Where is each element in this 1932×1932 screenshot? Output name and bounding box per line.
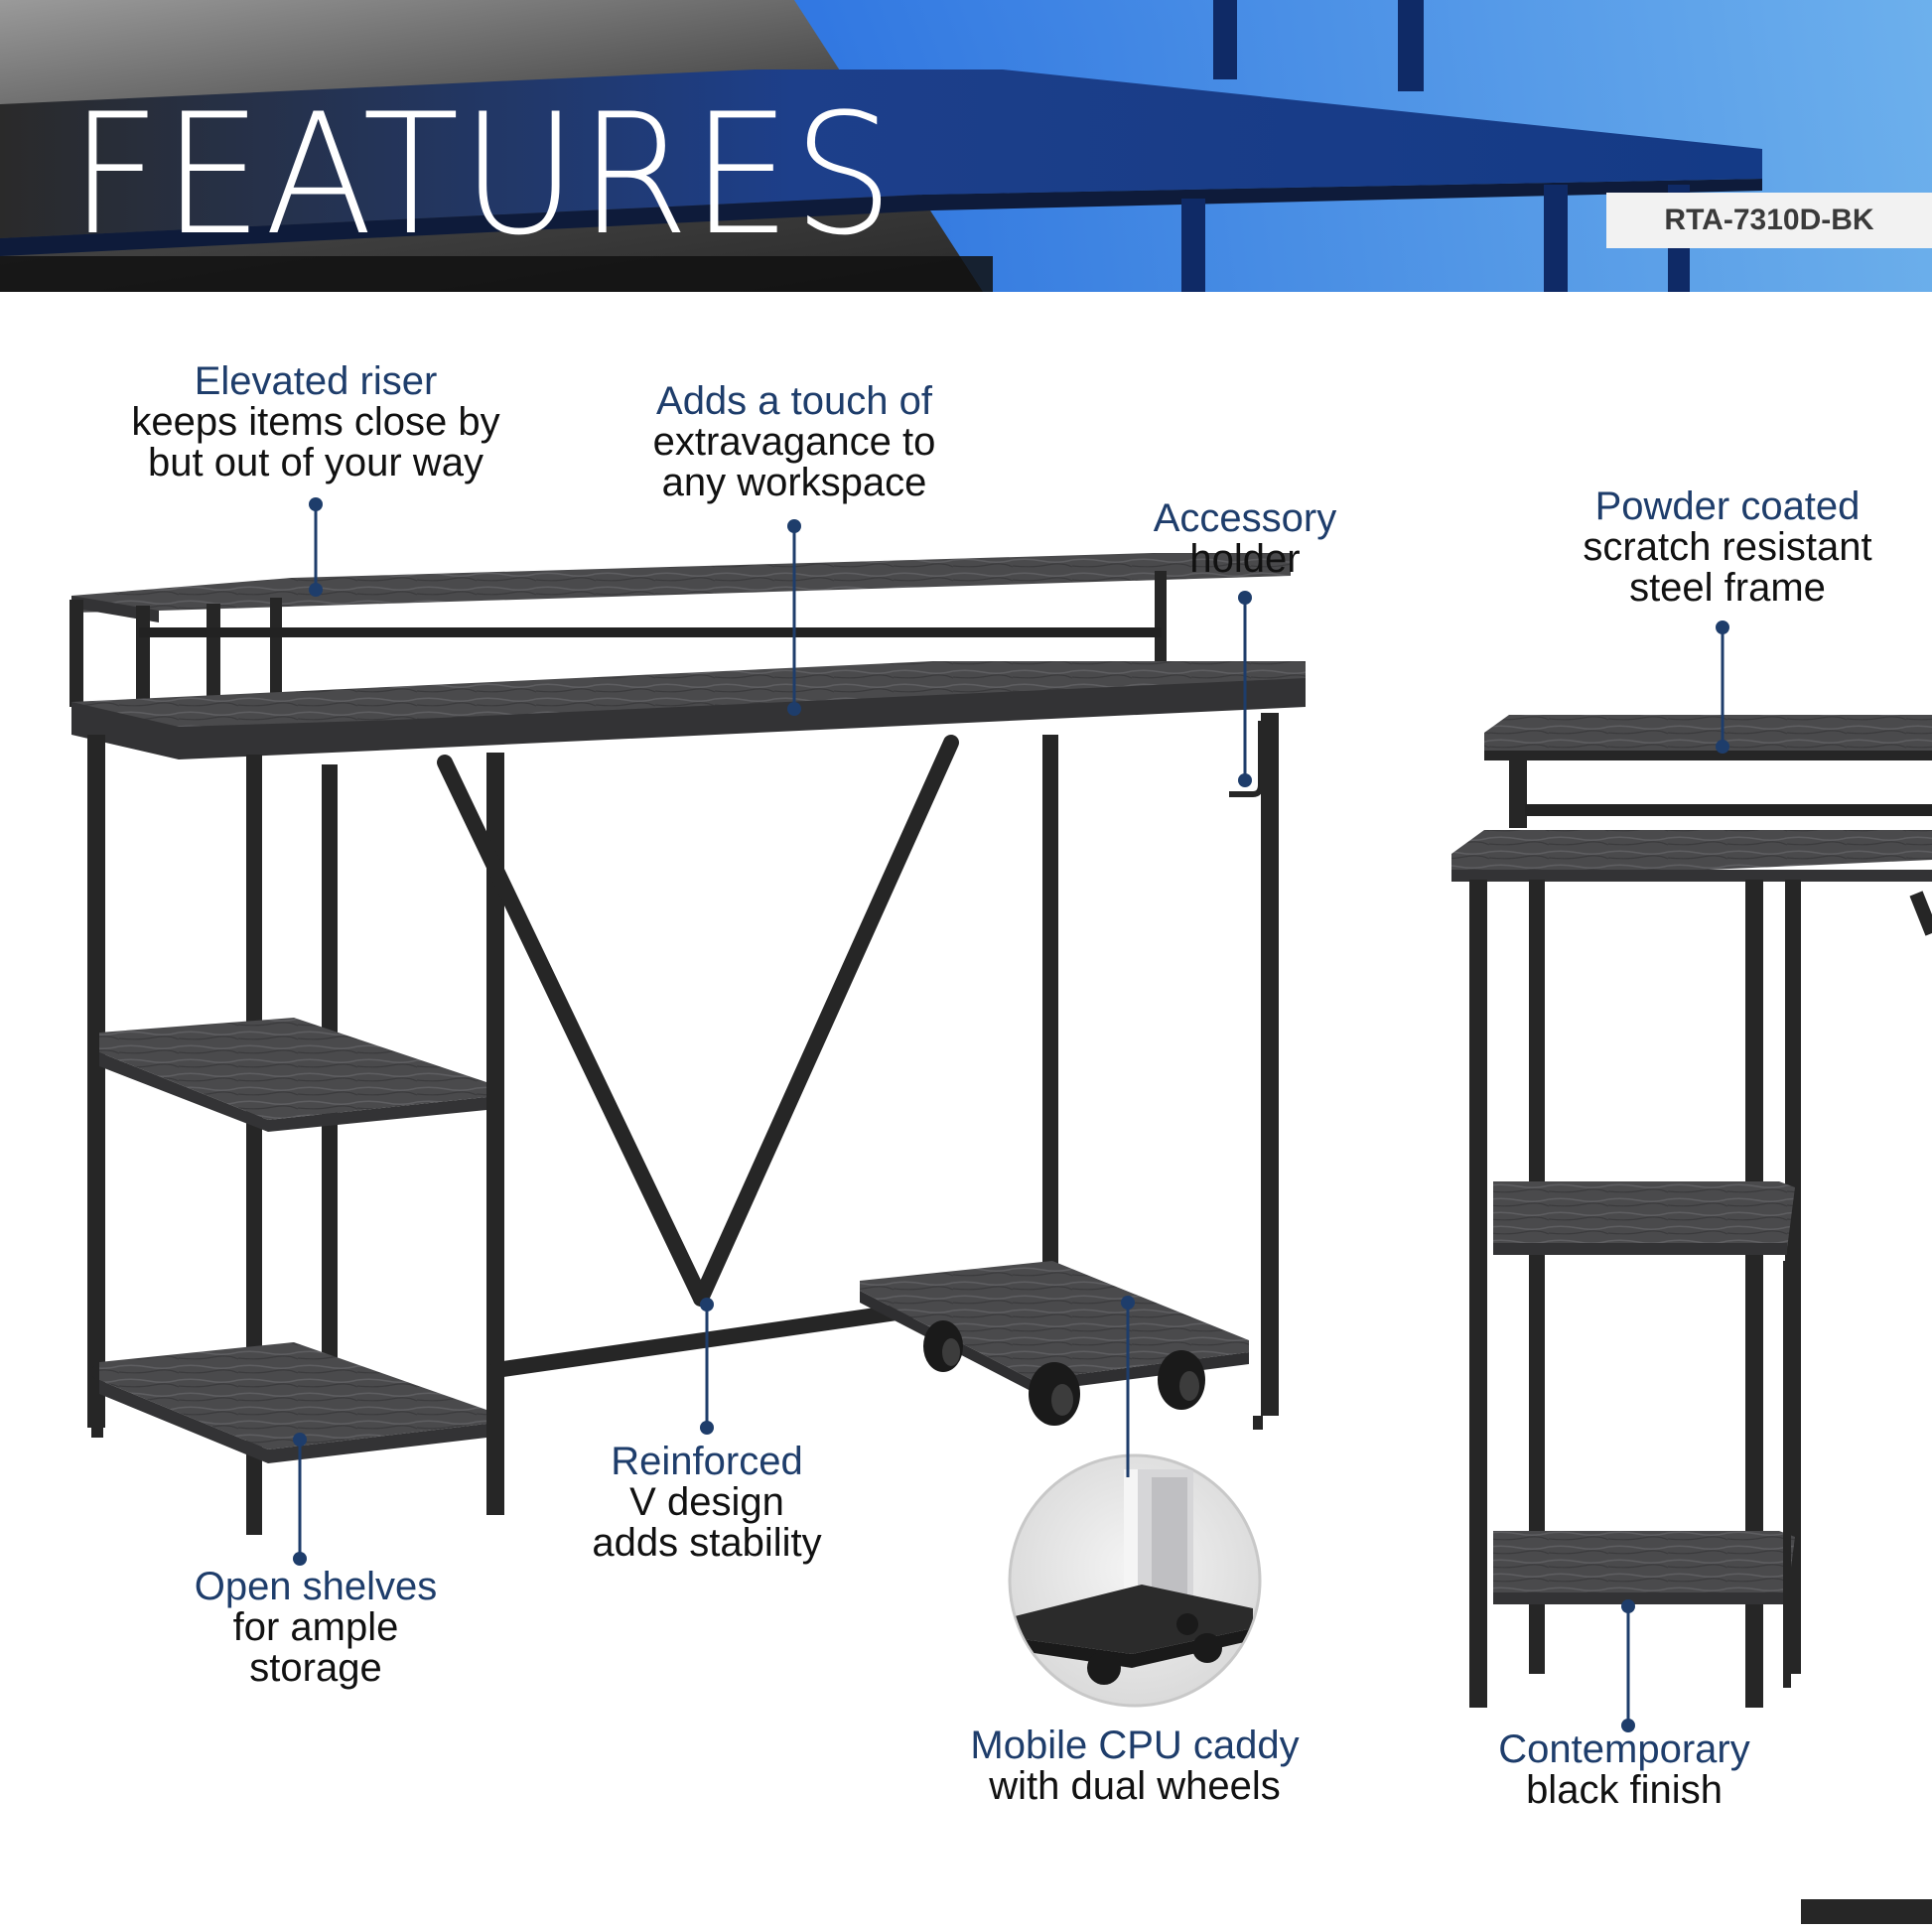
leader-open-shelves <box>293 1433 307 1566</box>
callout-head: Accessory <box>1153 496 1337 540</box>
desk-top <box>71 661 1306 759</box>
callout-head: Elevated riser <box>194 359 438 403</box>
desk-side-view <box>1451 715 1932 1924</box>
features-banner: FEATURES RTA-7310D-BK <box>0 0 1932 292</box>
callout-head: Adds a touch of <box>656 379 932 423</box>
callout-line: steel frame <box>1629 565 1826 610</box>
open-shelves <box>99 1018 486 1463</box>
callout-head: Contemporary <box>1498 1727 1750 1771</box>
callout-powder-coated: Powder coated scratch resistant steel fr… <box>1583 486 1871 608</box>
callout-head: Powder coated <box>1594 484 1861 528</box>
callout-line: adds stability <box>592 1520 822 1565</box>
leader-cpu-caddy <box>1121 1296 1135 1477</box>
callout-head: Mobile CPU caddy <box>970 1724 1300 1767</box>
cpu-caddy-inset <box>1008 1453 1262 1708</box>
callout-line: any workspace <box>661 460 927 504</box>
callout-leaders <box>293 497 1729 1732</box>
callout-line: scratch resistant <box>1583 524 1872 569</box>
leader-extravagance <box>787 519 801 716</box>
callout-elevated-riser: Elevated riser keeps items close by but … <box>131 361 499 483</box>
callout-line: for ample <box>232 1604 399 1649</box>
cpu-caddy <box>860 1261 1249 1426</box>
leader-elevated-riser <box>309 497 323 597</box>
callout-extravagance: Adds a touch of extravagance to any work… <box>653 381 936 502</box>
desk-front-view <box>69 553 1306 1535</box>
callout-line: holder <box>1189 536 1301 581</box>
desk-legs <box>87 713 1279 1535</box>
callout-accessory-holder: Accessory holder <box>1154 498 1337 580</box>
leader-black-finish <box>1621 1599 1635 1732</box>
callout-line: but out of your way <box>148 440 483 484</box>
leader-reinforced-v <box>700 1298 714 1435</box>
callout-head: Reinforced <box>611 1440 803 1483</box>
callout-line: storage <box>249 1645 382 1690</box>
riser-shelf <box>69 553 1291 710</box>
accessory-hook <box>1229 721 1264 797</box>
callout-line: V design <box>629 1479 784 1524</box>
leader-accessory-holder <box>1238 591 1252 787</box>
callout-reinforced-v: Reinforced V design adds stability <box>592 1442 821 1563</box>
callout-line: with dual wheels <box>989 1763 1281 1808</box>
sku-badge: RTA-7310D-BK <box>1606 193 1932 248</box>
callout-line: extravagance to <box>652 419 936 464</box>
leader-powder-coated <box>1716 621 1729 754</box>
callout-line: keeps items close by <box>131 399 500 444</box>
banner-title: FEATURES <box>69 77 896 272</box>
callout-head: Open shelves <box>194 1565 438 1608</box>
callout-line: black finish <box>1526 1767 1723 1812</box>
callout-cpu-caddy: Mobile CPU caddy with dual wheels <box>970 1725 1299 1807</box>
callout-black-finish: Contemporary black finish <box>1498 1729 1749 1811</box>
callout-open-shelves: Open shelves for ample storage <box>195 1567 438 1688</box>
